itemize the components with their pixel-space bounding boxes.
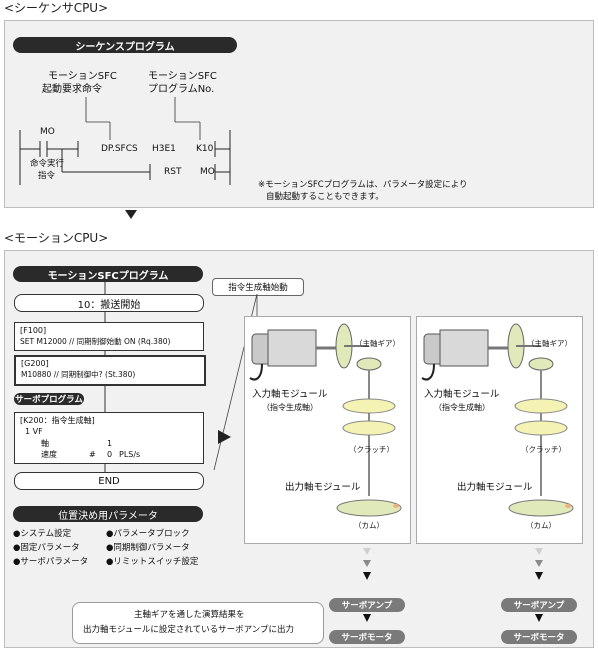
param-sync: ●同期制御パラメータ [106,543,190,553]
f100-code: SET M12000 // 同期制御始動 ON (Rq.380) [20,337,171,346]
g200-title: [G200] [21,359,49,368]
g200-block: [G200] M10880 // 同期制御中? (St.380) [14,355,206,386]
sequence-program-label: シーケンスプログラム [13,37,237,53]
servo-amp-1: サーボアンプ [329,598,405,612]
param-block: ●パラメータブロック [106,529,190,539]
sfc-request-label-line2: 起動要求命令 [42,84,102,95]
right-arrow-icon [218,430,231,444]
f100-title: [F100] [20,326,47,335]
main-gear-label-1: （主軸ギア） [355,339,400,348]
sequencer-section-title: <シーケンサCPU> [4,1,109,15]
sfc-program-label-line2: プログラムNo. [148,84,215,95]
output-module-label-2: 出力軸モジュール [457,482,533,493]
instruction-arg2: K10 [196,144,214,154]
param-servo: ●サーボパラメータ [13,557,89,567]
motion-sfc-program-label: モーションSFCプログラム [13,266,203,282]
input-module-label-2: 入力軸モジュール [424,389,500,400]
k200-speed-value: 0 [107,450,113,459]
rst-device: MO [200,167,215,177]
servo-amp-2: サーボアンプ [501,598,577,612]
input-module-label-1: 入力軸モジュール [252,389,328,400]
start-step: 10：搬送開始 [14,294,204,312]
g200-code: M10880 // 同期制御中? (St.380) [21,370,136,379]
result-note-line1: 主軸ギアを通した演算結果を [134,610,245,620]
result-note-line2: 出力軸モジュールに設定されているサーボアンプに出力 [83,625,295,635]
servo-motor-2: サーボモータ [501,630,577,644]
param-system: ●システム設定 [13,529,72,539]
result-note-box [72,602,324,644]
contact-label: MO [40,127,55,137]
clutch-label-1: （クラッチ） [349,445,394,454]
output-module-label-1: 出力軸モジュール [285,482,361,493]
k200-title: [K200：指令生成軸] [20,416,95,425]
input-module-sub-2: （指令生成軸） [434,403,490,412]
start-step-label: 10：搬送開始 [77,299,141,311]
k200-axis-value: 1 [107,439,113,448]
servo-motor-1: サーボモータ [329,630,405,644]
sfc-request-label-line1: モーションSFC [48,71,117,82]
end-step: END [14,472,204,490]
main-gear-label-2: （主軸ギア） [527,339,572,348]
contact-desc-line2: 指令 [38,171,56,181]
module-diagram-1 [249,323,402,517]
param-fixed: ●固定パラメータ [13,543,80,553]
clutch-label-2: （クラッチ） [521,445,566,454]
rst-instruction: RST [164,167,182,177]
end-label: END [98,475,120,487]
cam-label-1: （カム） [354,521,384,530]
servo-program-label: サーボプログラム [14,393,84,405]
command-axis-start-label: 指令生成軸始動 [212,278,304,296]
instruction-name: DP.SFCS [101,144,138,154]
param-limit-switch: ●リミットスイッチ設定 [106,557,199,567]
f100-block: [F100] SET M12000 // 同期制御始動 ON (Rq.380) [14,322,204,351]
sfc-program-label-line1: モーションSFC [148,71,217,82]
input-module-sub-1: （指令生成軸） [262,403,318,412]
contact-desc-line1: 命令実行 [30,159,65,169]
positioning-param-label: 位置決め用パラメータ [13,506,203,522]
k200-vf: 1 VF [25,427,43,436]
k200-axis-label: 軸 [41,439,49,448]
k200-unit: PLS/s [119,450,141,459]
cam-label-2: （カム） [526,521,556,530]
module-diagram-2 [421,323,574,517]
sequencer-note-line2: 自動起動することもできます。 [266,192,384,202]
instruction-arg1: H3E1 [152,144,176,154]
k200-hash: # [89,450,96,459]
k200-speed-label: 速度 [41,450,57,459]
sequencer-note-line1: ※モーションSFCプログラムは、パラメータ設定により [258,180,468,190]
motion-section-title: <モーションCPU> [4,231,109,245]
down-arrow-icon [125,210,137,219]
k200-block: [K200：指令生成軸] 1 VF 軸 1 速度 # 0 PLS/s [14,412,204,464]
ladder-diagram [19,97,231,185]
